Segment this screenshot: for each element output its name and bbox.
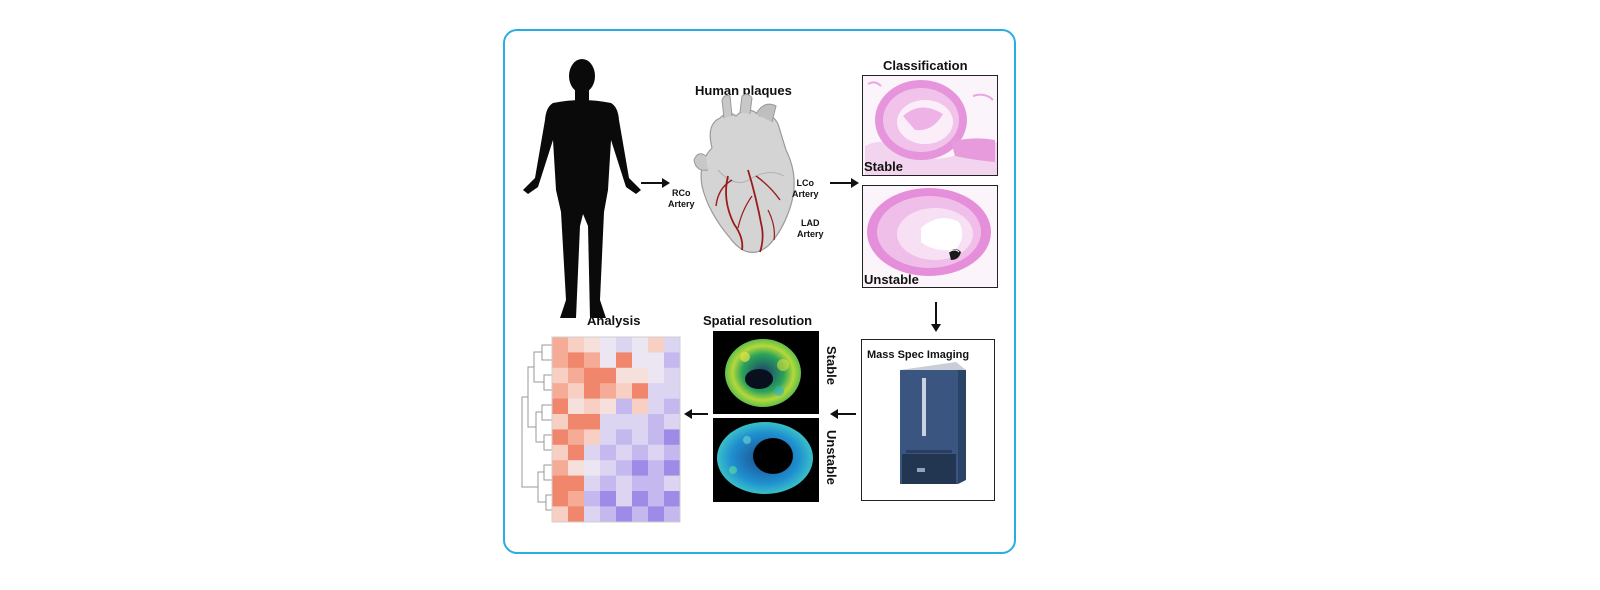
spatial-unstable-image <box>713 418 819 502</box>
unstable-histology-image <box>862 185 998 288</box>
stable-label: Stable <box>864 159 904 174</box>
human-plaques-title: Human plaques <box>695 83 792 98</box>
spatial-stable-image <box>713 331 819 414</box>
classification-title: Classification <box>883 58 968 73</box>
analysis-title: Analysis <box>587 313 641 328</box>
spatial-stable-label: Stable <box>824 346 839 386</box>
spatial-unstable-label: Unstable <box>824 430 839 485</box>
stable-histology-image <box>862 75 998 176</box>
mass-spec-title: Mass Spec Imaging <box>867 349 970 361</box>
rco-artery-label: RCo Artery <box>668 188 695 210</box>
spatial-resolution-title: Spatial resolution <box>703 313 813 328</box>
mass-spec-box <box>861 339 995 501</box>
lco-artery-label: LCo Artery <box>792 178 819 200</box>
mass-spectrometer-icon <box>900 362 966 484</box>
unstable-label: Unstable <box>864 272 919 287</box>
workflow-frame <box>503 29 1016 554</box>
lad-artery-label: LAD Artery <box>797 218 824 240</box>
